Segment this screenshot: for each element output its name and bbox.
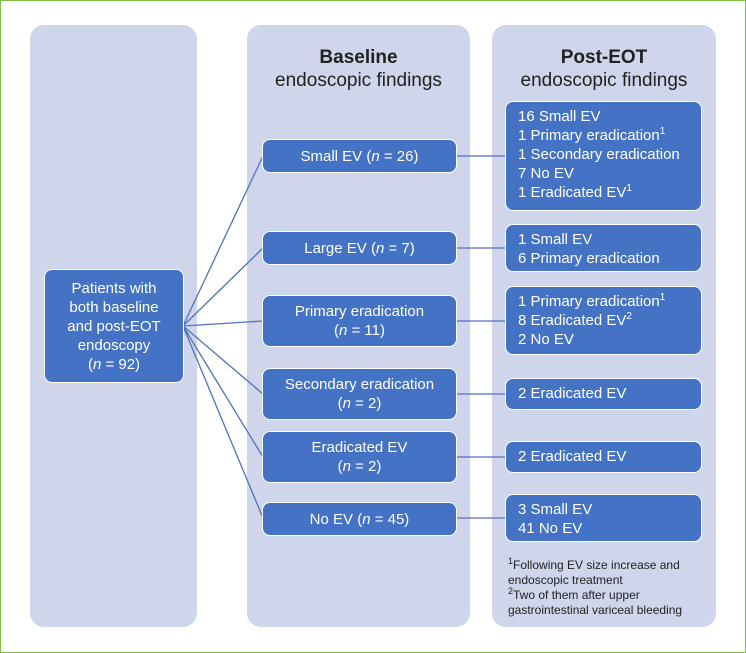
post-line: 16 Small EV — [518, 108, 601, 125]
post-line: 1 Small EV — [518, 231, 593, 248]
post-small-ev-group: 16 Small EV 1 Primary eradication1 1 Sec… — [505, 101, 702, 211]
post-line: 1 Primary eradication1 — [518, 292, 666, 311]
connector-patients-large — [182, 247, 264, 327]
post-eradicated-ev-group: 2 Eradicated EV — [505, 441, 702, 473]
footnote-1-line-2: endoscopic treatment — [508, 573, 623, 587]
baseline-no-ev: No EV (n = 45) — [262, 502, 457, 536]
connector-patients-eradicated — [182, 325, 264, 458]
baseline-title-rest: endoscopic findings — [275, 70, 442, 91]
baseline-large-ev: Large EV (n = 7) — [262, 231, 457, 265]
posteot-title: Post-EOT endoscopic findings — [492, 46, 716, 92]
patients-line-2: both baseline — [69, 298, 159, 316]
posteot-title-bold: Post-EOT — [560, 47, 648, 68]
patients-count: (n = 92) — [87, 355, 141, 373]
patients-line-3: and post-EOT — [67, 317, 161, 335]
post-line: 6 Primary eradication — [518, 250, 660, 267]
post-line: 7 No EV — [518, 165, 574, 182]
baseline-eradicated-ev: Eradicated EV (n = 2) — [262, 431, 457, 483]
patients-box: Patients with both baseline and post-EOT… — [44, 269, 184, 383]
posteot-title-rest: endoscopic findings — [520, 70, 688, 91]
baseline-secondary-eradication: Secondary eradication (n = 2) — [262, 368, 457, 420]
post-line: 41 No EV — [518, 520, 583, 537]
post-line: 2 Eradicated EV — [518, 448, 627, 465]
post-no-ev-group: 3 Small EV 41 No EV — [505, 494, 702, 542]
baseline-title-bold: Baseline — [319, 47, 398, 68]
footnote-2-line-2: gastrointestinal variceal bleeding — [508, 603, 683, 617]
post-line: 8 Eradicated EV2 — [518, 311, 632, 330]
post-line: 1 Primary eradication1 — [518, 126, 666, 145]
post-line: 1 Eradicated EV1 — [518, 183, 632, 202]
baseline-small-ev: Small EV (n = 26) — [262, 139, 457, 173]
baseline-title: Baseline endoscopic findings — [247, 46, 470, 92]
footnotes: 1Following EV size increase and endoscop… — [508, 556, 718, 618]
patients-line-4: endoscopy — [77, 336, 151, 354]
post-primary-eradication-group: 1 Primary eradication1 8 Eradicated EV2 … — [505, 286, 702, 355]
footnote-2-line-1: 2Two of them after upper — [508, 586, 640, 603]
post-large-ev-group: 1 Small EV 6 Primary eradication — [505, 224, 702, 272]
connector-patients-secondary — [182, 325, 264, 395]
connector-patients-small — [182, 155, 264, 327]
post-line: 3 Small EV — [518, 501, 593, 518]
connector-patients-primary — [182, 320, 264, 327]
patients-line-1: Patients with — [71, 279, 157, 297]
post-line: 2 Eradicated EV — [518, 385, 627, 402]
post-line: 1 Secondary eradication — [518, 146, 680, 163]
baseline-primary-eradication: Primary eradication (n = 11) — [262, 295, 457, 347]
connector-patients-noev — [182, 325, 264, 519]
footnote-1-line-1: 1Following EV size increase and — [508, 556, 680, 573]
post-line: 2 No EV — [518, 331, 574, 348]
post-secondary-eradication-group: 2 Eradicated EV — [505, 378, 702, 410]
